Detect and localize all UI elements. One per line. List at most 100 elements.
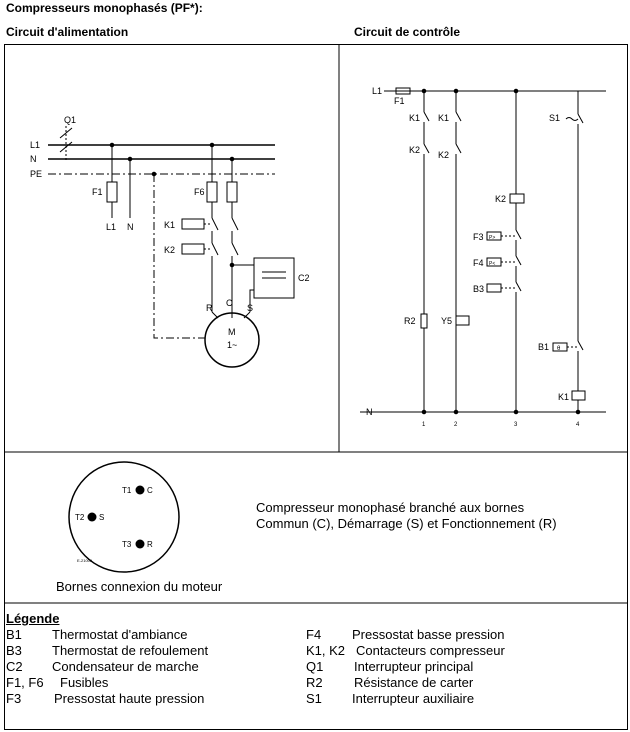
node: [229, 262, 235, 268]
label-k1coil: K1: [558, 392, 569, 402]
label-t2: T2: [75, 513, 85, 522]
node: [421, 88, 427, 94]
legend-title: Légende: [6, 611, 60, 626]
legend-code: Q1: [306, 659, 324, 674]
label-y5: Y5: [441, 316, 452, 326]
label-t3: T3: [122, 540, 132, 549]
label-r: R: [206, 303, 213, 313]
s1-contact: [577, 113, 584, 124]
legend-code: F4: [306, 627, 322, 642]
label-k1a: K1: [409, 113, 420, 123]
compressor-caption-line1: Compresseur monophasé branché aux bornes: [256, 500, 525, 515]
label-ctrl-l1: L1: [372, 86, 382, 96]
compressor-caption-line2: Commun (C), Démarrage (S) et Fonctionnem…: [256, 516, 557, 531]
f6-fuse: [206, 181, 218, 203]
label-t1-c: C: [147, 486, 153, 495]
label-t3-r: R: [147, 540, 153, 549]
label-out-l1: L1: [106, 222, 116, 232]
legend-desc: Interrupteur principal: [354, 659, 474, 674]
label-k2coil: K2: [495, 194, 506, 204]
legend-desc: Pressostat basse pression: [352, 627, 505, 642]
control-circuit-heading: Circuit de contrôle: [354, 25, 461, 39]
q1-switch-blade-a: [59, 127, 73, 139]
k2-contact: [211, 242, 219, 256]
k2-box: [181, 243, 205, 255]
legend-desc: Pressostat haute pression: [54, 691, 205, 706]
label-l1: L1: [30, 140, 40, 150]
diagram-frame: [4, 44, 628, 730]
label-s1: S1: [549, 113, 560, 123]
c2-box: [253, 257, 295, 299]
s1-actuator: [565, 117, 579, 121]
power-circuit: [48, 126, 295, 368]
k1-contact: [231, 217, 239, 231]
column-number: 4: [576, 422, 580, 428]
f1-fuse: [106, 181, 118, 203]
legend-code: F3: [6, 691, 22, 706]
legend-desc: Condensateur de marche: [52, 659, 199, 674]
c2-wire: [249, 289, 254, 312]
label-k2b: K2: [438, 150, 449, 160]
k2a-contact: [423, 143, 430, 154]
label-out-n: N: [127, 222, 134, 232]
f3-contact: [515, 229, 522, 240]
terminal-diagram: T1 C T2 S T3 R E-21000: [68, 461, 180, 573]
label-f4: F4: [473, 258, 484, 268]
b3-contact: [515, 281, 522, 292]
y5-coil: [455, 315, 470, 326]
b3-box: [486, 283, 502, 293]
k1-box: [181, 218, 205, 230]
label-c2: C2: [298, 273, 310, 283]
terminal-t1: [135, 485, 145, 495]
label-b1: B1: [538, 342, 549, 352]
legend-desc: Résistance de carter: [354, 675, 474, 690]
control-f1-fuse: [395, 87, 411, 95]
column-number: 1: [422, 422, 426, 428]
legend-desc: Interrupteur auxiliaire: [352, 691, 475, 706]
power-labels: Q1 L1 N PE F1 F6 L1 N K1 K2 C2 R C S M 1…: [30, 115, 310, 350]
node: [421, 409, 427, 415]
label-ref: E-21000: [77, 558, 93, 563]
terminal-block-circle: [68, 461, 180, 573]
label-t1: T1: [122, 486, 132, 495]
terminal-t3: [135, 539, 145, 549]
k1a-contact: [423, 111, 430, 122]
label-pe: PE: [30, 169, 42, 179]
node: [513, 409, 519, 415]
f6-fuse: [226, 181, 238, 203]
label-k2a: K2: [409, 145, 420, 155]
k2-coil: [509, 193, 525, 204]
node: [453, 409, 459, 415]
motor-circle: [204, 312, 260, 368]
legend-code: B1: [6, 627, 22, 642]
label-k1b: K1: [438, 113, 449, 123]
label-ctrl-n: N: [366, 407, 373, 417]
pe-to-motor: [153, 174, 205, 339]
terminals-caption: Bornes connexion du moteur: [56, 579, 223, 594]
label-s: S: [247, 303, 253, 313]
page-title: Compresseurs monophasés (PF*):: [6, 1, 203, 15]
label-t2-s: S: [99, 513, 104, 522]
control-circuit: [360, 87, 606, 415]
label-k2: K2: [164, 245, 175, 255]
legend-code: S1: [306, 691, 322, 706]
terminal-t2: [87, 512, 97, 522]
node: [575, 409, 581, 415]
f4-contact: [515, 255, 522, 266]
legend-code: R2: [306, 675, 323, 690]
power-circuit-heading: Circuit d'alimentation: [6, 25, 129, 39]
label-f4box: P<: [489, 261, 495, 267]
node: [453, 88, 459, 94]
legend-desc: Fusibles: [60, 675, 109, 690]
control-labels: L1 F1 N K1 K1 K2 K2 S1 K2 F3 F4 B3 R2 Y5…: [366, 86, 580, 428]
legend-desc: Thermostat de refoulement: [52, 643, 209, 658]
k1-contact: [211, 217, 219, 231]
k2b-contact: [455, 143, 462, 154]
k2-contact: [231, 242, 239, 256]
label-f3: F3: [473, 232, 484, 242]
r2-resistor: [420, 313, 428, 329]
column-number: 2: [454, 422, 458, 428]
label-k1: K1: [164, 220, 175, 230]
label-b3: B3: [473, 284, 484, 294]
legend-code: C2: [6, 659, 23, 674]
